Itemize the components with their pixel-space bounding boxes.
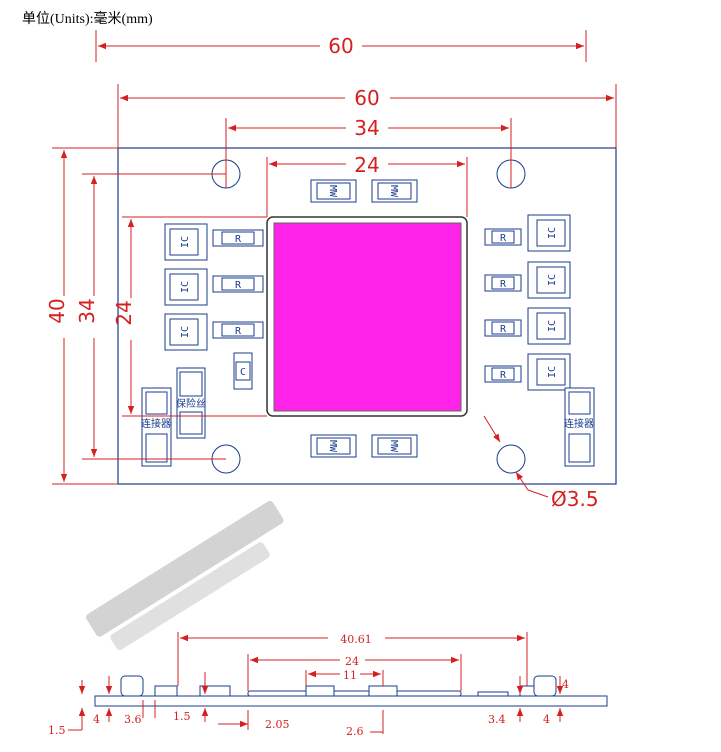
svg-text:IC: IC (547, 274, 558, 286)
mw-component-4: MW (371, 434, 418, 458)
svg-text:R: R (235, 234, 242, 245)
svg-text:C: C (240, 367, 246, 378)
svg-text:IC: IC (180, 281, 191, 293)
watermark (86, 500, 284, 650)
svg-text:2.05: 2.05 (265, 718, 290, 731)
svg-text:R: R (235, 280, 242, 291)
dim-height-led: 24 (112, 216, 267, 417)
resistor-right-3: R (484, 319, 522, 337)
led-chip (273, 222, 462, 412)
dim-width-inner: 60 (117, 84, 617, 148)
mw-component-2: MW (371, 179, 418, 203)
svg-text:IC: IC (547, 366, 558, 378)
resistor-left-1: R (212, 229, 264, 247)
svg-text:R: R (500, 279, 507, 290)
resistor-right-4: R (484, 365, 522, 383)
svg-text:MW: MW (327, 440, 338, 453)
dim-width-outer: 60 (95, 30, 587, 62)
svg-text:保险丝: 保险丝 (176, 397, 206, 410)
svg-text:Ø3.5: Ø3.5 (551, 487, 599, 511)
ic-left-2: IC (164, 268, 208, 306)
svg-text:MW: MW (388, 185, 399, 198)
svg-text:2.6: 2.6 (346, 725, 364, 738)
svg-text:1.5: 1.5 (48, 724, 66, 737)
svg-text:连接器: 连接器 (564, 417, 594, 430)
ic-left-1: IC (164, 223, 208, 261)
svg-text:40.61: 40.61 (340, 633, 372, 646)
svg-text:3.4: 3.4 (488, 713, 506, 726)
svg-text:R: R (500, 233, 507, 244)
svg-text:MW: MW (388, 440, 399, 453)
svg-text:11: 11 (343, 669, 357, 682)
svg-text:60: 60 (354, 86, 379, 110)
svg-text:4: 4 (93, 713, 100, 726)
svg-text:4: 4 (562, 678, 569, 691)
dim-led-width: 24 (266, 153, 468, 217)
svg-text:IC: IC (547, 227, 558, 239)
svg-text:34: 34 (354, 116, 379, 140)
dim-hole-spacing: 34 (225, 116, 512, 188)
svg-text:MW: MW (327, 185, 338, 198)
svg-text:24: 24 (112, 300, 136, 325)
svg-text:IC: IC (180, 326, 191, 338)
svg-text:R: R (235, 326, 242, 337)
units-label: 单位(Units):毫米(mm) (22, 12, 153, 27)
svg-text:4: 4 (543, 713, 550, 726)
svg-text:60: 60 (328, 34, 353, 58)
dim-height-total: 40 (45, 147, 118, 485)
capacitor: C (233, 352, 253, 390)
svg-text:IC: IC (547, 320, 558, 332)
svg-text:R: R (500, 370, 507, 381)
mount-hole-br (496, 444, 526, 474)
resistor-left-2: R (212, 275, 264, 293)
fuse: 保险丝 (176, 367, 206, 439)
svg-text:3.6: 3.6 (124, 713, 142, 726)
resistor-left-3: R (212, 321, 264, 339)
ic-right-3: IC (527, 307, 571, 345)
svg-text:40: 40 (45, 298, 69, 323)
ic-right-1: IC (527, 214, 571, 252)
mw-component-3: MW (310, 434, 357, 458)
svg-text:24: 24 (354, 153, 379, 177)
svg-text:IC: IC (180, 236, 191, 248)
connector-left: 连接器 (141, 387, 172, 467)
ic-right-4: IC (527, 353, 571, 391)
svg-text:连接器: 连接器 (141, 417, 171, 430)
connector-right: 连接器 (564, 387, 595, 467)
side-view: 40.61 24 11 1.5 4 3.6 1.5 2.05 2.6 (48, 632, 608, 738)
side-board (94, 695, 608, 707)
ic-left-3: IC (164, 313, 208, 351)
svg-text:34: 34 (75, 298, 99, 323)
mw-component-1: MW (310, 179, 357, 203)
svg-text:R: R (500, 324, 507, 335)
ic-right-2: IC (527, 261, 571, 299)
svg-text:24: 24 (345, 655, 359, 668)
svg-text:1.5: 1.5 (173, 710, 191, 723)
dim-height-holes: 34 (75, 173, 226, 460)
resistor-right-2: R (484, 274, 522, 292)
dim-hole-diameter: Ø3.5 (483, 415, 599, 511)
resistor-right-1: R (484, 228, 522, 246)
